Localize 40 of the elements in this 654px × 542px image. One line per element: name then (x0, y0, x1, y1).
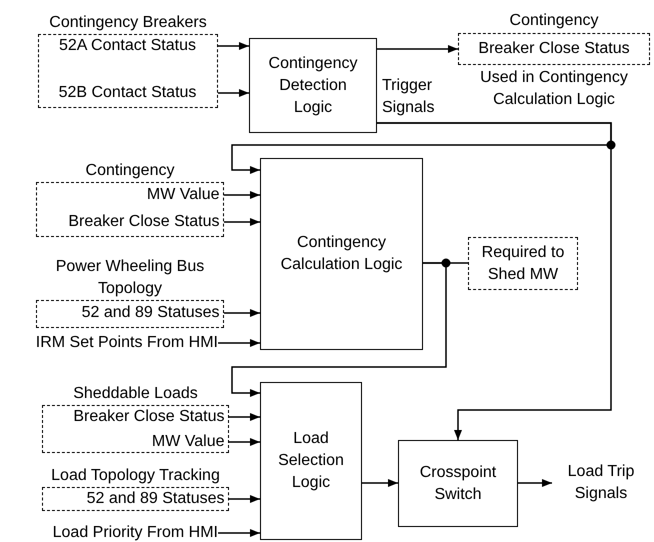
connector-arrow (229, 413, 260, 421)
input-label: 52A Contact Status (59, 36, 196, 56)
connector-arrow (229, 495, 260, 503)
logic-block: Contingency Detection Logic (249, 38, 377, 133)
group-heading: Contingency (86, 161, 174, 181)
connector-arrow (231, 262, 447, 397)
signal-label: Trigger Signals (382, 77, 434, 116)
dashed-output-box: Required to Shed MW (468, 237, 578, 290)
connector-arrow (218, 529, 260, 537)
connector-arrow (224, 191, 260, 199)
connector-arrow (224, 309, 260, 317)
input-label: 52 and 89 Statuses (82, 302, 220, 322)
logic-block: Load Selection Logic (260, 382, 362, 540)
input-label: Breaker Close Status (68, 212, 220, 232)
input-label: MW Value (152, 432, 224, 452)
input-label: 52 and 89 Statuses (86, 488, 224, 508)
connector-arrow (218, 42, 249, 50)
group-heading: Contingency Breakers (49, 13, 207, 33)
connector-arrow (229, 438, 260, 446)
connector-arrow (518, 479, 552, 487)
connector-arrow (377, 45, 458, 53)
connector-arrow (218, 339, 260, 347)
connector-arrow (218, 89, 249, 97)
signal-label: Load Trip Signals (566, 462, 636, 504)
input-label: 52B Contact Status (58, 82, 196, 102)
group-heading: Power Wheeling Bus Topology (54, 257, 206, 299)
group-heading: Load Topology Tracking (51, 466, 220, 486)
dashed-output-box: Breaker Close Status (458, 33, 650, 65)
group-heading: Sheddable Loads (73, 384, 198, 404)
signal-label: IRM Set Points From HMI (36, 333, 218, 353)
connector-arrow (377, 122, 612, 440)
logic-block: Contingency Calculation Logic (260, 158, 423, 350)
connector-arrow (362, 479, 398, 487)
input-label: Breaker Close Status (73, 406, 224, 426)
logic-block: Crosspoint Switch (398, 440, 518, 527)
group-heading: Contingency (510, 11, 598, 31)
output-note: Used in Contingency Calculation Logic (479, 68, 629, 110)
input-label: MW Value (146, 184, 220, 204)
connector-arrow (224, 218, 260, 226)
signal-label: Load Priority From HMI (52, 523, 218, 542)
